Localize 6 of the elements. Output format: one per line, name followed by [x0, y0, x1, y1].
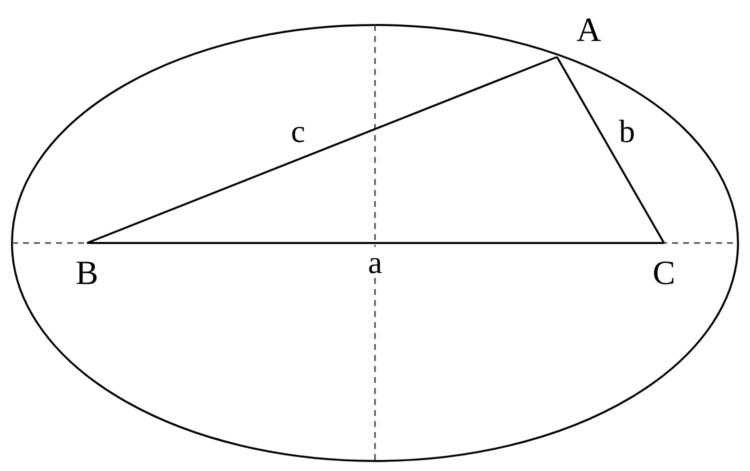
triangle-side	[556, 56, 665, 244]
triangle-side	[87, 242, 664, 244]
vertex-label: A	[557, 14, 601, 57]
triangle-side	[86, 56, 558, 244]
vertex-label: C	[647, 243, 681, 291]
vertex-label: B	[70, 243, 104, 291]
